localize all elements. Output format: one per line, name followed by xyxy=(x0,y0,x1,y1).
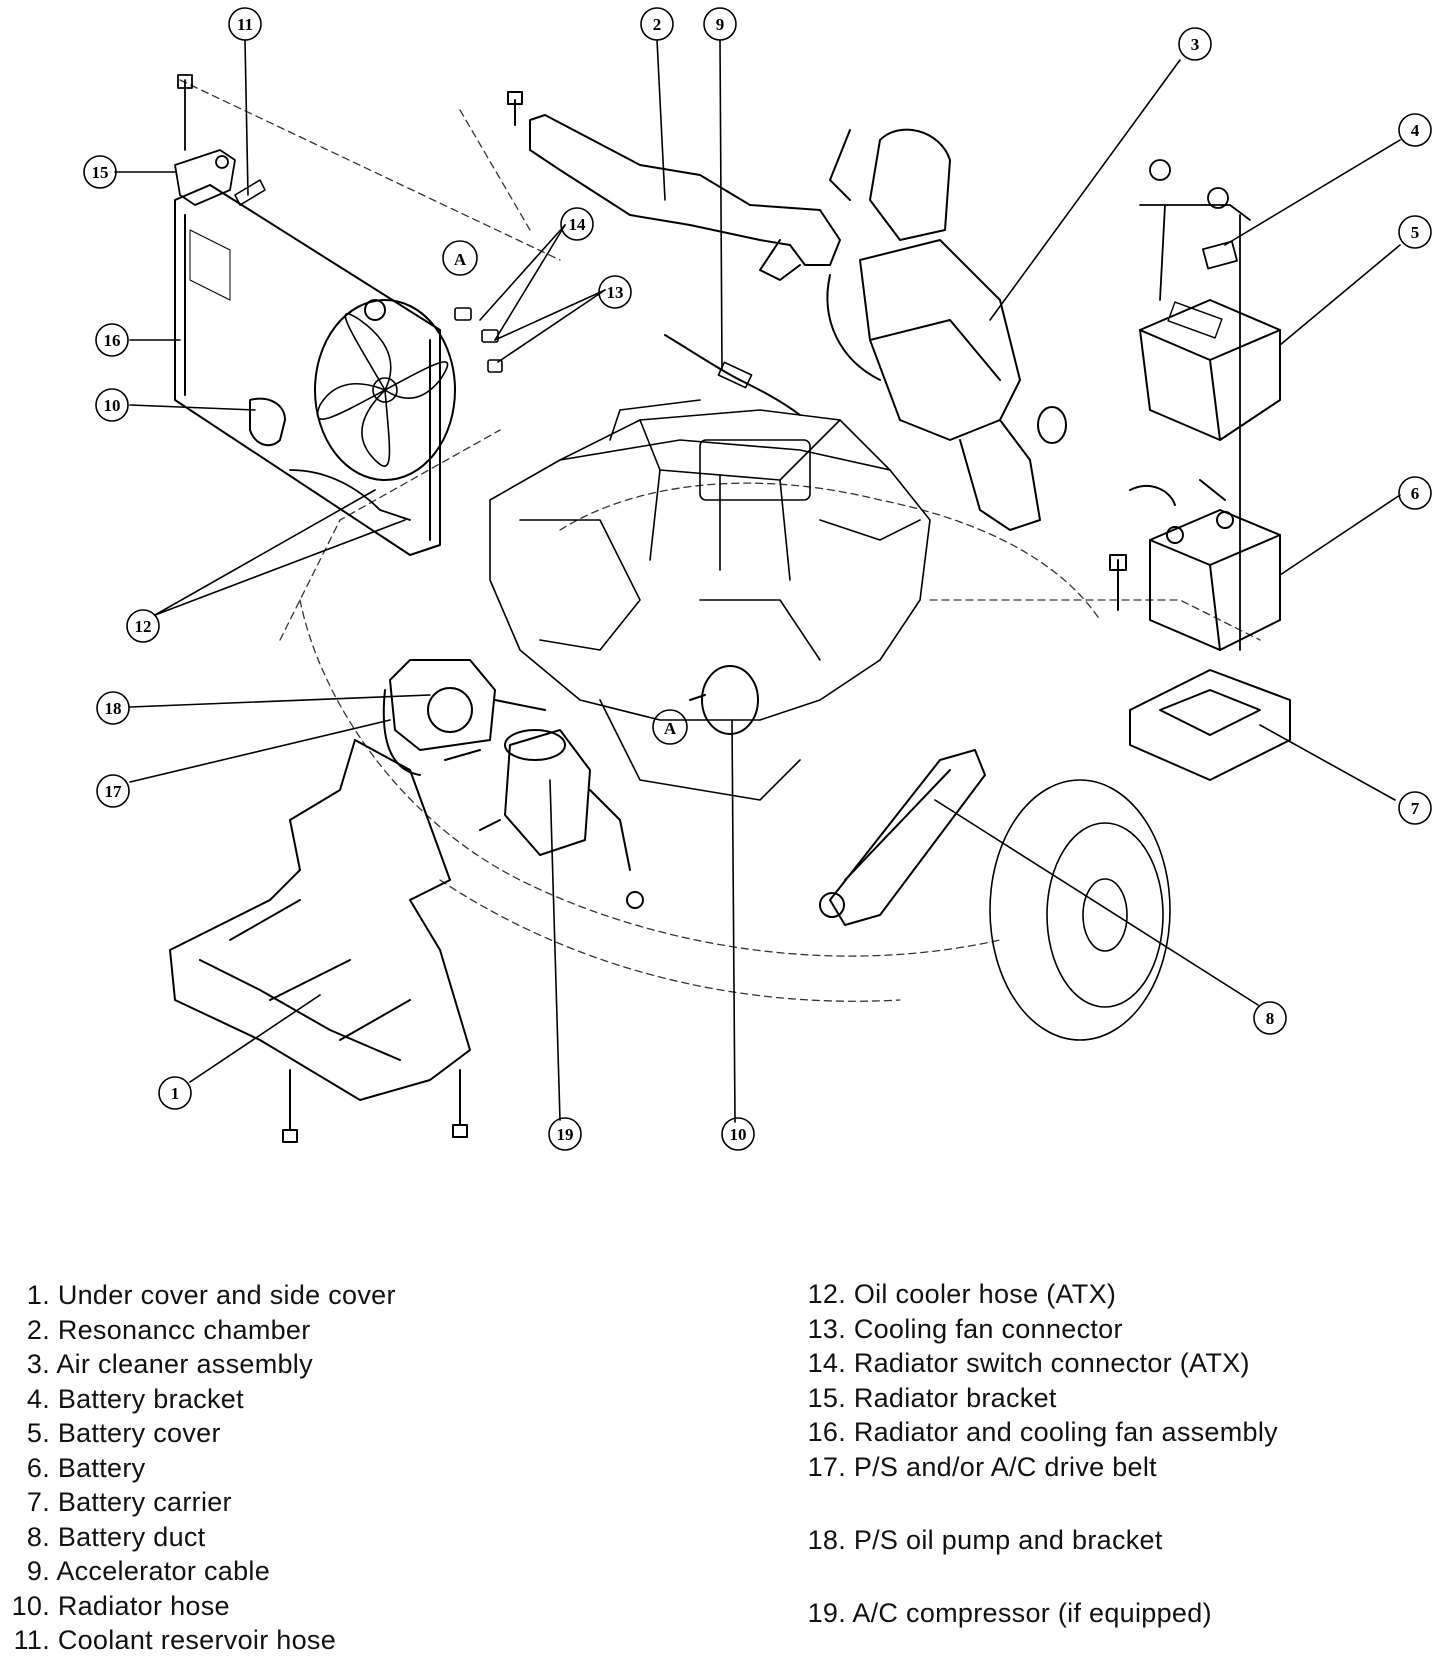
legend-item-16: 16. Radiator and cooling fan assembly xyxy=(807,1417,1278,1447)
svg-text:2: 2 xyxy=(653,15,662,34)
svg-text:18: 18 xyxy=(105,699,122,718)
idler-pulley xyxy=(689,665,759,735)
legend-item-11: 11. Coolant reservoir hose xyxy=(13,1625,337,1655)
callout-7: 7 xyxy=(1398,791,1432,825)
ps-oil-pump xyxy=(382,659,546,776)
marker-a-bottom: A xyxy=(652,709,688,745)
callout-10-bottom: 10 xyxy=(721,1117,755,1151)
callout-19: 19 xyxy=(548,1117,582,1151)
legend-item-6: 6. Battery xyxy=(26,1452,146,1483)
legend-item-14: 14. Radiator switch connector (ATX) xyxy=(807,1348,1250,1378)
svg-text:10: 10 xyxy=(730,1125,747,1144)
ac-compressor xyxy=(479,729,644,909)
legend-item-10: 10. Radiator hose xyxy=(11,1590,230,1621)
legend-item-5: 5. Battery cover xyxy=(26,1418,221,1448)
callout-17: 17 xyxy=(96,774,130,808)
front-wheel xyxy=(989,779,1171,1041)
under-cover xyxy=(169,739,471,1143)
legend-item-4: 4. Battery bracket xyxy=(26,1383,244,1414)
callout-13: 13 xyxy=(598,275,632,309)
legend-item-15: 15. Radiator bracket xyxy=(807,1382,1057,1413)
legend-item-2: 2. Resonancc chamber xyxy=(26,1314,311,1345)
legend-spacer-2 xyxy=(798,1557,1278,1592)
svg-text:6: 6 xyxy=(1411,484,1420,503)
vehicle-body-outline xyxy=(179,79,1261,1002)
callout-14: 14 xyxy=(560,207,594,241)
legend-item-3: 3. Air cleaner assembly xyxy=(26,1349,313,1379)
air-cleaner-assembly xyxy=(826,128,1067,531)
callout-3: 3 xyxy=(1178,27,1212,61)
svg-text:3: 3 xyxy=(1191,35,1200,54)
svg-text:9: 9 xyxy=(716,15,725,34)
parts-legend-left: 1. Under cover and side cover 2. Resonan… xyxy=(10,1278,396,1658)
callout-2: 2 xyxy=(640,7,674,41)
svg-text:16: 16 xyxy=(104,331,121,350)
radiator-hose-lower xyxy=(249,397,286,447)
exploded-view-diagram: A A xyxy=(83,7,1432,1151)
legend-item-1: 1. Under cover and side cover xyxy=(26,1280,396,1310)
drive-belt xyxy=(382,689,421,776)
callout-18: 18 xyxy=(96,691,130,725)
connectors-13-14 xyxy=(454,307,503,373)
svg-text:12: 12 xyxy=(135,617,152,636)
radiator-bracket xyxy=(174,74,236,206)
callout-8: 8 xyxy=(1253,1001,1287,1035)
svg-text:15: 15 xyxy=(92,163,109,182)
coolant-reservoir-hose xyxy=(234,179,266,206)
legend-item-9: 9. Accelerator cable xyxy=(26,1556,271,1586)
battery xyxy=(1109,479,1281,651)
callout-4: 4 xyxy=(1398,113,1432,147)
radiator-and-fan xyxy=(174,184,456,556)
resonance-chamber xyxy=(507,91,841,281)
svg-text:11: 11 xyxy=(237,15,253,34)
legend-item-7: 7. Battery carrier xyxy=(26,1487,232,1517)
svg-text:19: 19 xyxy=(557,1125,574,1144)
svg-text:10: 10 xyxy=(104,396,121,415)
leader-lines xyxy=(114,39,1401,1123)
callout-10-left: 10 xyxy=(95,388,129,422)
svg-text:8: 8 xyxy=(1266,1009,1275,1028)
battery-carrier xyxy=(1129,669,1291,781)
legend-spacer-1 xyxy=(798,1484,1278,1519)
legend-item-13: 13. Cooling fan connector xyxy=(807,1313,1123,1344)
legend-item-8: 8. Battery duct xyxy=(26,1521,206,1552)
callout-16: 16 xyxy=(95,323,129,357)
callout-1: 1 xyxy=(158,1076,192,1110)
svg-text:A: A xyxy=(454,250,467,269)
svg-text:A: A xyxy=(664,719,677,738)
legend-item-18: 18. P/S oil pump and bracket xyxy=(807,1524,1163,1555)
callout-15: 15 xyxy=(83,155,117,189)
battery-bracket xyxy=(1139,159,1251,651)
accelerator-cable xyxy=(664,334,801,416)
svg-text:4: 4 xyxy=(1411,121,1420,140)
callout-9: 9 xyxy=(703,7,737,41)
svg-text:14: 14 xyxy=(569,215,587,234)
callout-11: 11 xyxy=(228,7,262,41)
parts-legend-right: 12. Oil cooler hose (ATX) 13. Cooling fa… xyxy=(798,1277,1278,1630)
svg-text:17: 17 xyxy=(105,782,123,801)
engine-assembly xyxy=(489,399,931,801)
battery-duct xyxy=(819,749,986,926)
marker-a-top: A xyxy=(442,240,478,276)
oil-cooler-hose xyxy=(289,469,411,521)
legend-item-12: 12. Oil cooler hose (ATX) xyxy=(807,1279,1117,1309)
battery-cover xyxy=(1139,299,1281,441)
callout-6: 6 xyxy=(1398,476,1432,510)
callout-5: 5 xyxy=(1398,215,1432,249)
svg-text:5: 5 xyxy=(1411,223,1420,242)
svg-text:1: 1 xyxy=(171,1084,180,1103)
svg-text:13: 13 xyxy=(607,283,624,302)
legend-item-17: 17. P/S and/or A/C drive belt xyxy=(807,1451,1157,1482)
svg-text:7: 7 xyxy=(1411,799,1420,818)
fan-blades xyxy=(316,313,449,467)
legend-item-19: 19. A/C compressor (if equipped) xyxy=(807,1597,1212,1628)
callout-12: 12 xyxy=(126,609,160,643)
